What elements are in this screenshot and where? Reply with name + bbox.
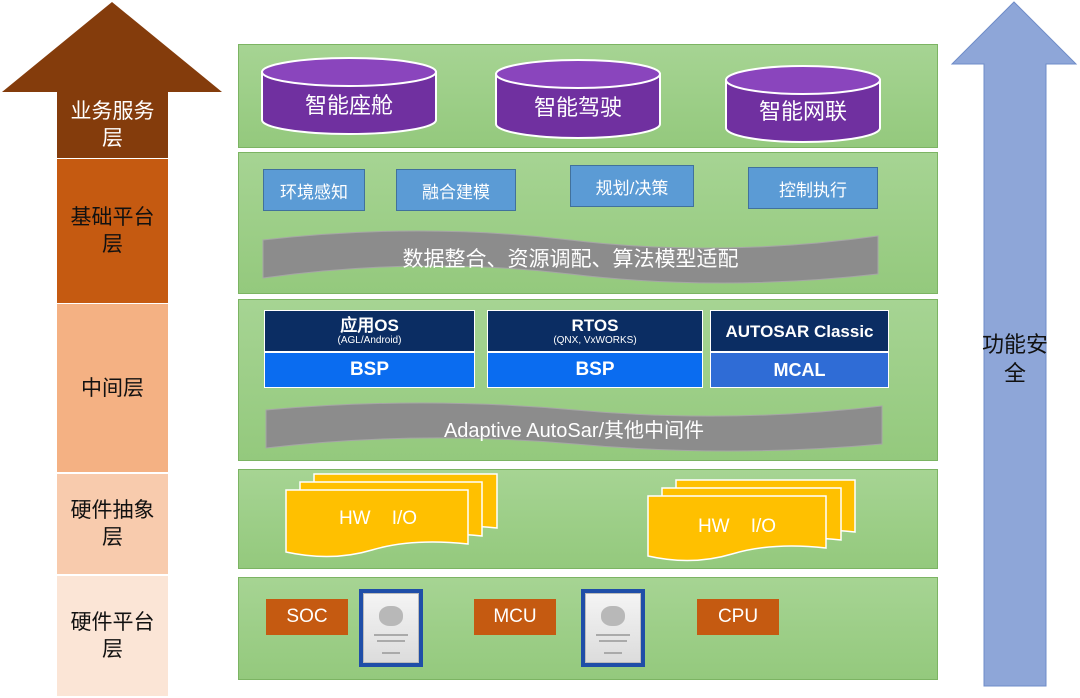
hardware-chip-cpu: CPU	[697, 599, 779, 635]
layer-seg-middleware	[57, 304, 168, 472]
middleware-stack-rtos-name: RTOS	[571, 315, 619, 335]
platform-box-fusion: 融合建模	[396, 169, 516, 211]
platform-box-planning: 规划/决策	[570, 165, 694, 207]
layer-label-hal: 硬件抽象层	[70, 499, 155, 549]
middleware-ribbon: Adaptive AutoSar/其他中间件	[443, 419, 705, 442]
processor-chip-icon	[581, 589, 645, 667]
cylinder-connected	[725, 65, 881, 143]
middleware-stack-app-os-base: BSP	[264, 352, 475, 388]
safety-arrow	[950, 1, 1078, 687]
business-item-connected: 智能网联	[758, 99, 847, 124]
layer-label-middleware: 中间层	[81, 376, 144, 400]
hardware-chip-mcu: MCU	[474, 599, 556, 635]
layer-arrow-head	[2, 2, 222, 92]
middleware-stack-app-os-sub: (AGL/Android)	[337, 334, 402, 346]
processor-chip-icon	[359, 589, 423, 667]
safety-label: 功能安全	[981, 332, 1048, 386]
hal-item-1: HW I/O	[338, 508, 418, 529]
layer-seg-hal	[57, 474, 168, 574]
layer-label-business: 业务服务层	[70, 100, 155, 150]
business-item-driving: 智能驾驶	[533, 95, 622, 120]
middleware-stack-rtos-title: RTOS (QNX, VxWORKS)	[487, 310, 703, 352]
business-item-cockpit: 智能座舱	[304, 93, 393, 118]
middleware-stack-rtos-base: BSP	[487, 352, 703, 388]
hal-item-2: HW I/O	[697, 516, 777, 537]
middleware-stack-app-os-title: 应用OS (AGL/Android)	[264, 310, 475, 352]
layer-seg-platform	[57, 159, 168, 303]
middleware-stack-autosar-title: AUTOSAR Classic	[710, 310, 889, 352]
platform-box-control: 控制执行	[748, 167, 878, 209]
middleware-stack-app-os-name: 应用OS	[340, 315, 399, 335]
layer-label-platform: 基础平台层	[70, 206, 155, 256]
layer-seg-business	[57, 92, 168, 158]
cylinder-driving	[495, 59, 661, 139]
middleware-stack-autosar-base: MCAL	[710, 352, 889, 388]
hal-document-stack-2	[647, 479, 856, 562]
platform-ribbon: 数据整合、资源调配、算法模型适配	[402, 248, 739, 271]
platform-box-perception: 环境感知	[263, 169, 365, 211]
layer-label-hardware: 硬件平台层	[70, 611, 155, 661]
cylinder-cockpit	[261, 57, 437, 135]
middleware-stack-rtos-sub: (QNX, VxWORKS)	[553, 334, 637, 346]
layer-seg-hardware	[57, 576, 168, 696]
hal-document-stack-1	[285, 473, 498, 558]
hardware-chip-soc: SOC	[266, 599, 348, 635]
middleware-stack-autosar-name: AUTOSAR Classic	[725, 321, 874, 341]
